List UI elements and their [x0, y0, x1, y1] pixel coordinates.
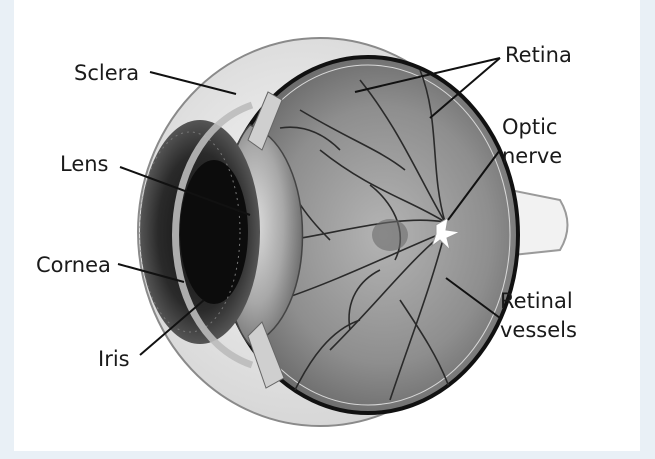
label-lens: Lens	[60, 152, 109, 176]
label-sclera: Sclera	[74, 61, 139, 85]
label-iris: Iris	[98, 347, 130, 371]
label-retinal-vessels-line1: Retinal	[500, 289, 573, 313]
iris	[140, 120, 260, 344]
label-optic-nerve-line2: nerve	[502, 144, 562, 168]
label-retina: Retina	[505, 43, 572, 67]
label-cornea: Cornea	[36, 253, 111, 277]
label-optic-nerve-line1: Optic	[502, 115, 557, 139]
label-retinal-vessels-line2: vessels	[500, 318, 577, 342]
